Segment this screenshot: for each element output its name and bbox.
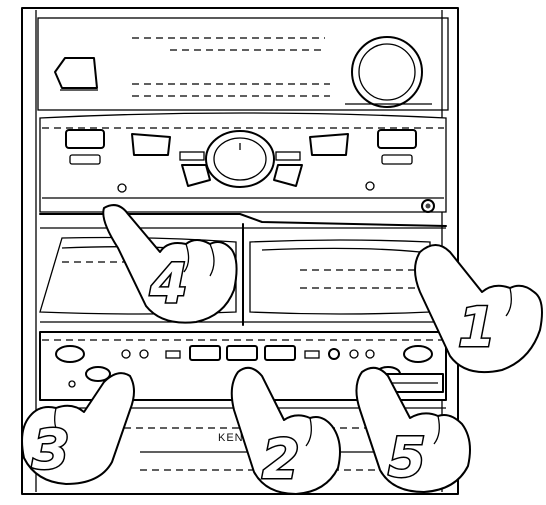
volume-knob [352, 37, 422, 107]
left-mode-button-2 [70, 155, 100, 164]
jog-dial [206, 131, 274, 187]
right-tune-button [310, 134, 348, 155]
callout-1-number: 1 [458, 296, 496, 359]
left-oval-button-1 [56, 346, 84, 362]
callout-4-number: 4 [149, 252, 188, 315]
right-cassette-deck [250, 240, 430, 314]
control-panel [40, 113, 446, 212]
left-mode-button-1 [66, 130, 104, 148]
right-oval-button-1 [404, 346, 432, 362]
left-tune-button [132, 134, 170, 155]
callout-5-number: 5 [388, 426, 426, 489]
right-mode-button-2 [382, 155, 412, 164]
display-window-icon [55, 58, 97, 88]
callout-2-number: 2 [262, 428, 300, 491]
callout-3-number: 3 [32, 418, 70, 481]
right-mode-button-1 [378, 130, 416, 148]
